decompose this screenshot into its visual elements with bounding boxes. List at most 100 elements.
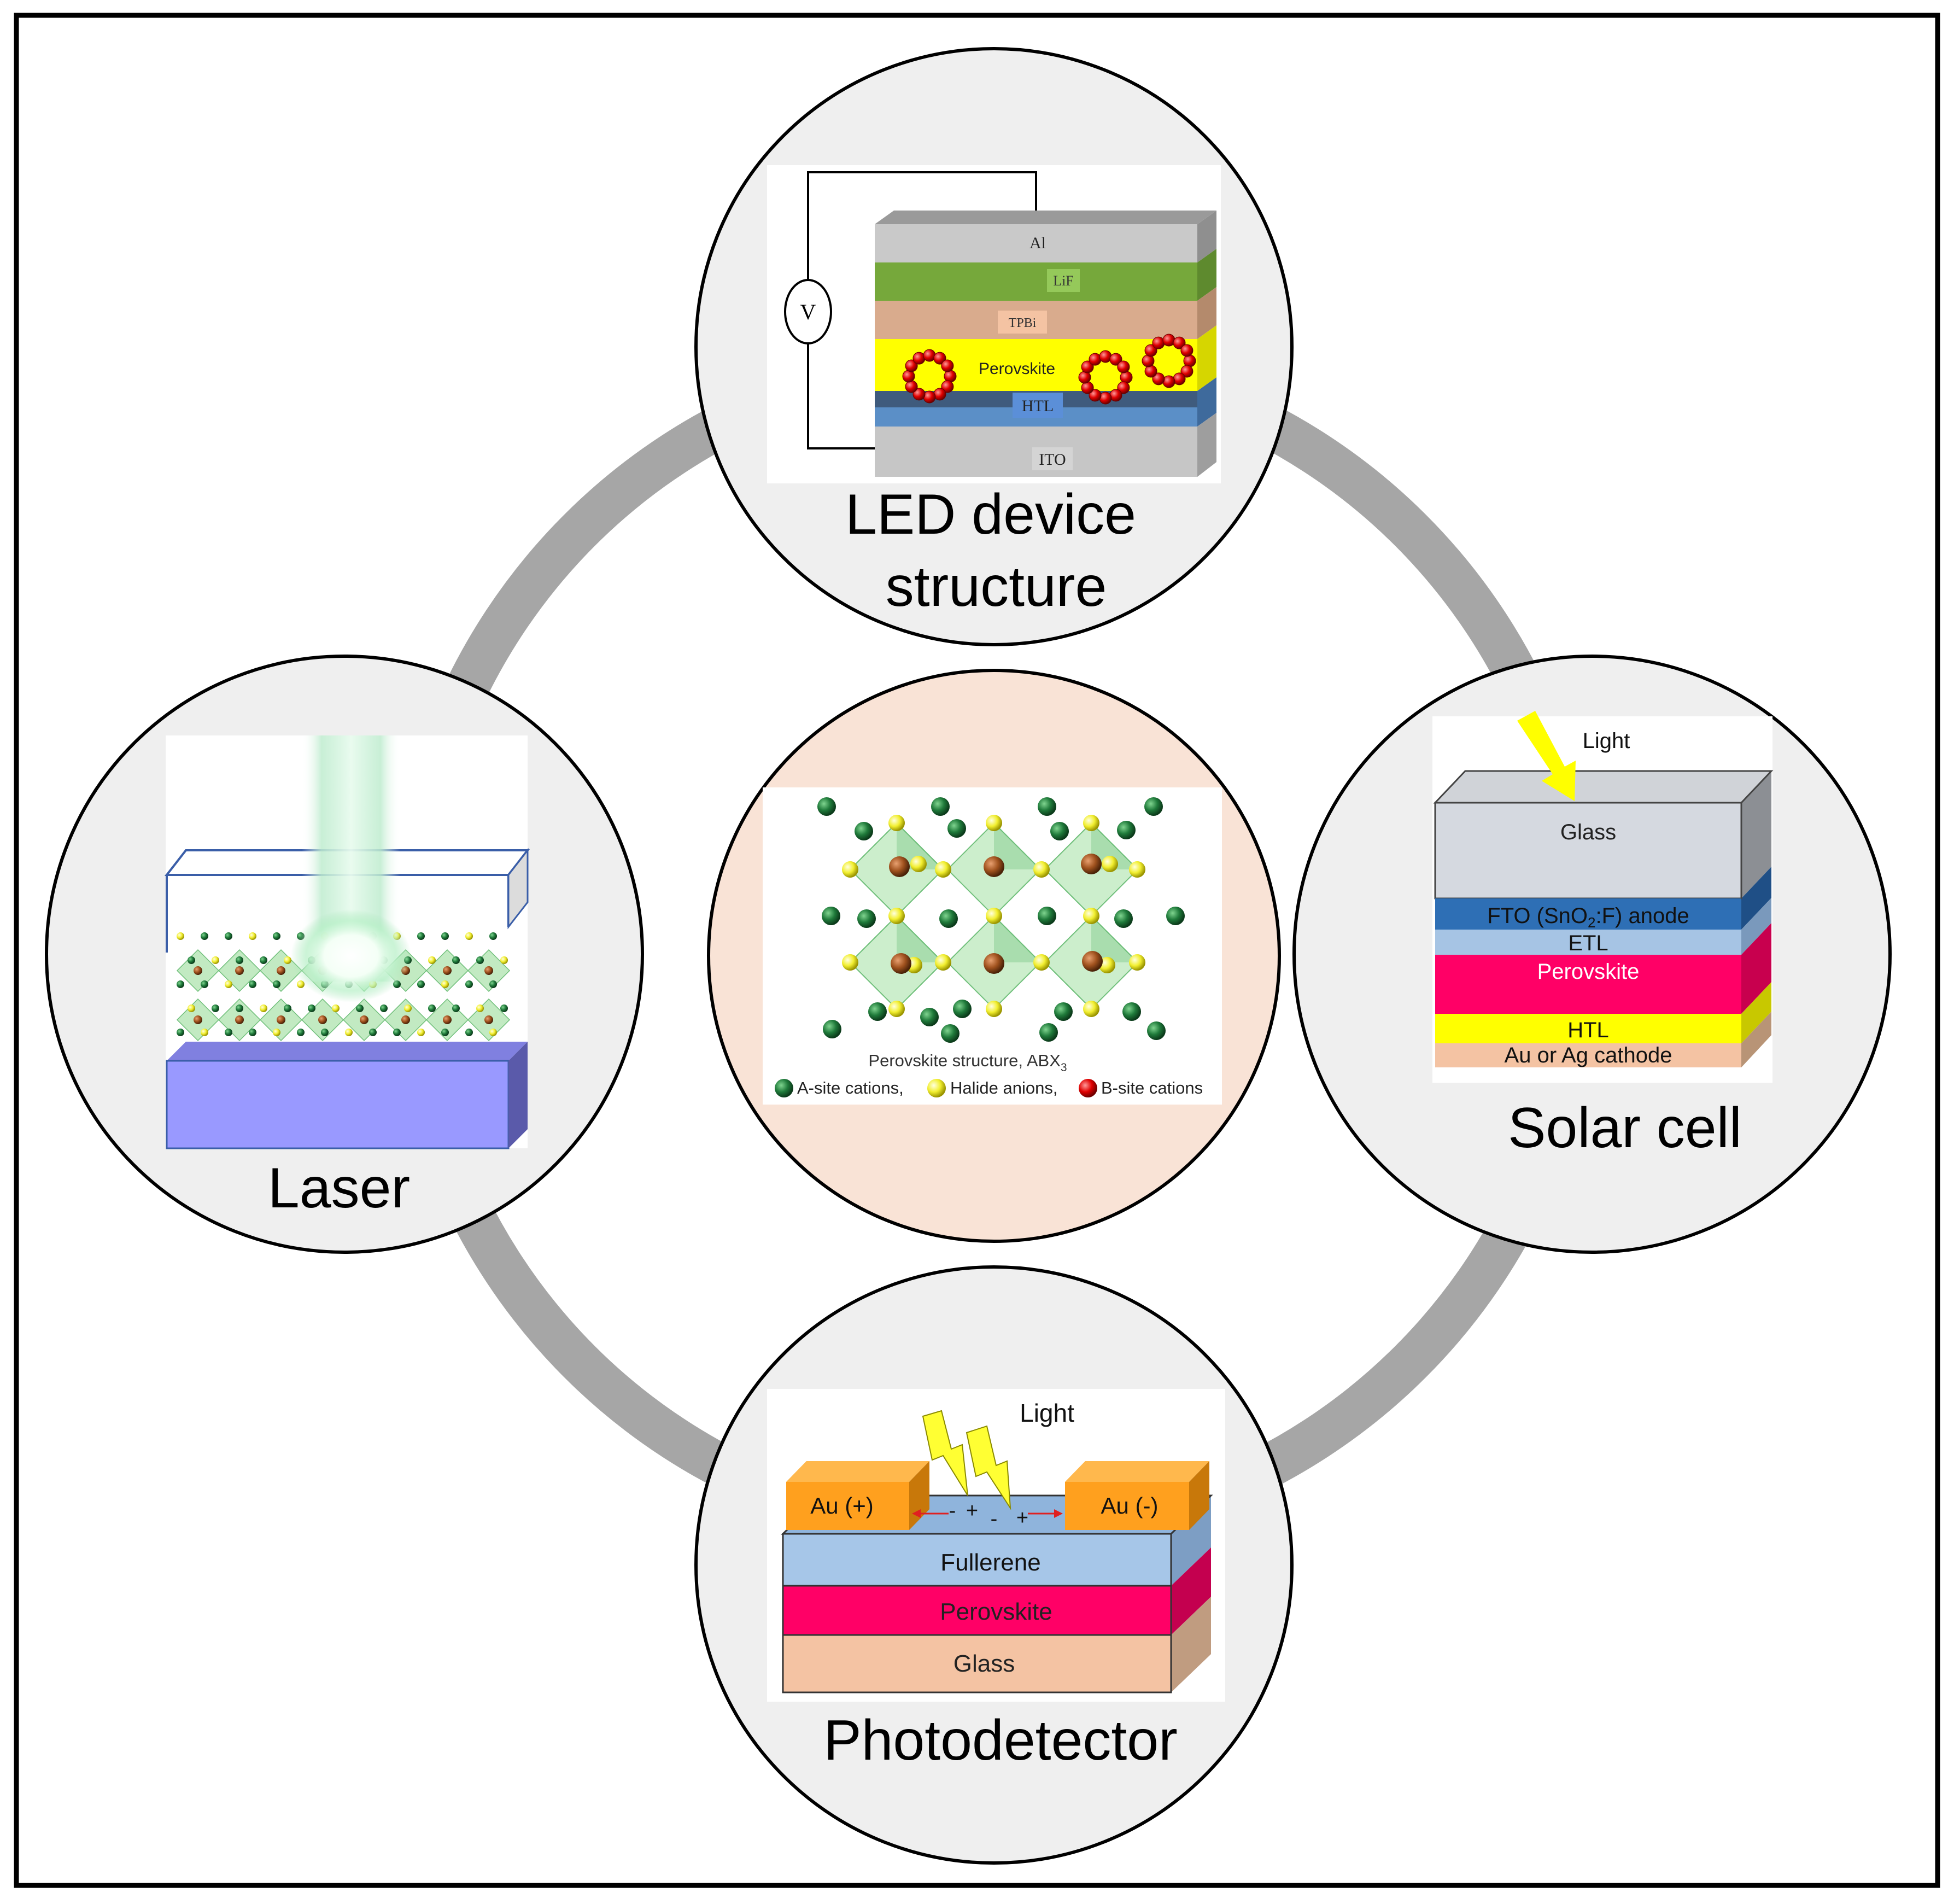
film-sphere bbox=[356, 1004, 364, 1012]
octahedron-facet bbox=[897, 916, 943, 962]
led-tpbi-tag bbox=[998, 311, 1047, 334]
solar-layer-cathode bbox=[1435, 1043, 1741, 1067]
pd-au-right-front bbox=[1065, 1482, 1189, 1530]
led-label-al: Al bbox=[1029, 234, 1046, 252]
led-voltmeter bbox=[784, 279, 832, 344]
laser-device: Laser bbox=[45, 655, 644, 1254]
pd-fullerene-side bbox=[1171, 1496, 1211, 1586]
halide-anion-sphere bbox=[1099, 957, 1115, 973]
film-sphere bbox=[321, 1029, 329, 1036]
a-site-cation-sphere bbox=[920, 1008, 939, 1026]
solar-glass-side bbox=[1741, 771, 1771, 898]
laser-cover-side bbox=[507, 848, 529, 930]
solar-label-htl: HTL bbox=[1567, 1018, 1609, 1042]
nanocrystal-dot bbox=[902, 370, 915, 383]
nanocrystal-dot bbox=[905, 359, 918, 372]
a-site-cation-sphere bbox=[941, 1024, 960, 1043]
film-sphere bbox=[417, 980, 425, 988]
film-sphere bbox=[308, 1004, 315, 1012]
film-sphere bbox=[332, 1004, 340, 1012]
led-lif-tag bbox=[1047, 269, 1080, 292]
film-b-site bbox=[277, 966, 285, 975]
pd-light-label: Light bbox=[1020, 1399, 1074, 1427]
a-site-cation-sphere bbox=[1038, 797, 1056, 816]
led-nanocrystals bbox=[902, 334, 1196, 405]
film-b-site bbox=[401, 1015, 410, 1024]
a-site-cation-sphere bbox=[1147, 1021, 1166, 1040]
solar-top-face bbox=[1433, 770, 1774, 804]
a-site-cation-sphere bbox=[1039, 1023, 1058, 1042]
film-sphere bbox=[201, 1029, 208, 1036]
solar-etl-side bbox=[1741, 898, 1771, 955]
nanocrystal-dot bbox=[1162, 375, 1175, 388]
nanocrystal-dot bbox=[1081, 360, 1094, 373]
film-b-site bbox=[194, 1015, 202, 1024]
a-site-cation-sphere bbox=[857, 909, 876, 928]
nanocrystal-dot bbox=[941, 359, 954, 372]
pd-charge-1: - bbox=[949, 1499, 956, 1522]
nanocrystal-dot bbox=[1109, 353, 1122, 366]
film-b-site bbox=[443, 1015, 452, 1024]
film-sphere bbox=[476, 1004, 484, 1012]
nanocrystal-dot bbox=[1117, 360, 1130, 373]
film-sphere bbox=[452, 956, 460, 964]
nanocrystal-dot bbox=[1089, 353, 1102, 366]
b-site-cation-sphere bbox=[891, 953, 911, 974]
pd-layer-glass bbox=[782, 1634, 1172, 1693]
film-sphere bbox=[177, 1029, 184, 1036]
led-label-perovskite: Perovskite bbox=[979, 360, 1055, 378]
film-sphere bbox=[441, 932, 449, 940]
pd-label-perovskite: Perovskite bbox=[940, 1598, 1052, 1625]
pd-arrowhead-left bbox=[912, 1509, 921, 1518]
film-sphere bbox=[465, 1029, 473, 1036]
nanocrystal-dot bbox=[1120, 371, 1133, 384]
film-sphere bbox=[177, 980, 184, 988]
a-site-cation-sphere bbox=[855, 822, 873, 840]
nanocrystal-dot bbox=[1162, 334, 1175, 347]
nanocrystal-dot bbox=[923, 349, 936, 362]
a-site-cation-sphere bbox=[1166, 907, 1185, 925]
film-sphere bbox=[452, 1004, 460, 1012]
led-top-face bbox=[875, 211, 1216, 224]
halide-anion-sphere bbox=[1102, 856, 1118, 872]
laser-spot-glow bbox=[291, 909, 411, 1002]
pd-au-left-label: Au (+) bbox=[810, 1493, 874, 1518]
b-site-cation-sphere bbox=[1081, 854, 1102, 874]
b-site-cation-sphere bbox=[984, 953, 1004, 974]
b-site-cation-sphere bbox=[984, 856, 1004, 877]
led-label-htl: HTL bbox=[1022, 397, 1054, 415]
nanocrystal-dot bbox=[912, 352, 926, 365]
halide-anion-sphere bbox=[888, 908, 905, 924]
film-sphere bbox=[260, 956, 267, 964]
led-lif-side bbox=[1197, 249, 1216, 301]
halide-anion-sphere bbox=[1083, 1001, 1099, 1017]
film-sphere bbox=[273, 980, 280, 988]
film-b-site bbox=[443, 966, 452, 975]
pd-charge-2: + bbox=[966, 1499, 978, 1522]
film-b-site bbox=[318, 1015, 327, 1024]
solar-label-glass: Glass bbox=[1560, 820, 1616, 844]
film-sphere bbox=[428, 1004, 436, 1012]
nanocrystal-dot bbox=[912, 388, 926, 401]
pd-arrowhead-right bbox=[1054, 1509, 1063, 1518]
film-sphere bbox=[417, 1029, 425, 1036]
octahedra-group bbox=[849, 822, 1139, 1010]
pd-charge-3: - bbox=[991, 1508, 998, 1531]
solar-htl-side bbox=[1741, 982, 1771, 1043]
led-layer-al bbox=[875, 224, 1197, 262]
pd-au-right-label: Au (-) bbox=[1101, 1493, 1159, 1518]
a-site-cation-sphere bbox=[1114, 909, 1133, 928]
film-sphere bbox=[417, 932, 425, 940]
center-caption: Perovskite structure, ABX3 bbox=[868, 1051, 1067, 1074]
nanocrystal-dot bbox=[1152, 336, 1165, 349]
film-sphere bbox=[225, 932, 232, 940]
led-al-side bbox=[1197, 211, 1216, 262]
nanocrystal-dot bbox=[1078, 371, 1091, 384]
photodetector: Au (+) Au (-) Light - + - + Fullerene Pe… bbox=[694, 1265, 1294, 1865]
led-label-lif: LiF bbox=[1053, 273, 1074, 289]
center-perovskite-structure: Perovskite structure, ABX3 A-site cation… bbox=[707, 669, 1281, 1243]
film-sphere bbox=[249, 932, 256, 940]
laser-title: Laser bbox=[268, 1157, 410, 1220]
pd-au-left-front bbox=[786, 1482, 909, 1530]
